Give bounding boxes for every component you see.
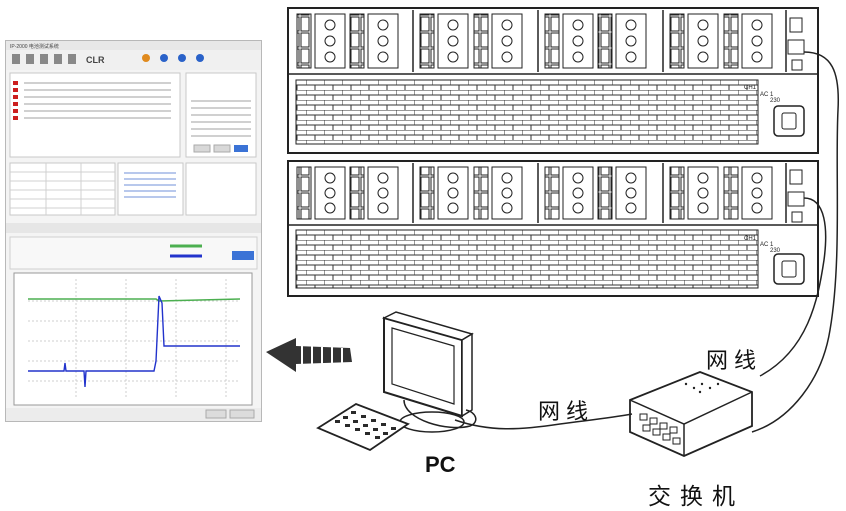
- channel-marking-top: CH1: [744, 85, 757, 91]
- switch-label: 交换机: [648, 484, 744, 510]
- power-unit-bottom: CH1 AC 1 230: [287, 160, 819, 297]
- software-window: IP-2000 电池测试系统 CLR: [5, 40, 262, 422]
- cable-label-left: 网线: [538, 400, 595, 425]
- terminal-blocks-top: [296, 13, 773, 69]
- voltage-marking-bottom: 230: [770, 248, 781, 254]
- pc-label: PC: [425, 452, 456, 477]
- ac-marking-bottom: AC 1: [760, 242, 774, 248]
- toolbar-brand: CLR: [86, 55, 105, 65]
- cable-label-right: 网线: [706, 349, 763, 374]
- cable-top-unit: [751, 51, 840, 433]
- cable-bottom-unit: [759, 197, 827, 377]
- pc-monitor: [381, 311, 477, 433]
- cable-pc-switch: [454, 413, 633, 430]
- voltage-marking-top: 230: [770, 98, 781, 104]
- channel-marking-bottom: CH1: [744, 236, 757, 242]
- power-unit-top: CH1 AC 1 230: [287, 7, 819, 154]
- software-title: IP-2000 电池测试系统: [10, 43, 59, 50]
- terminal-blocks-bottom: [296, 166, 773, 220]
- network-switch: [629, 371, 753, 457]
- ac-marking-top: AC 1: [760, 92, 774, 98]
- data-flow-arrow: [266, 338, 352, 372]
- keyboard: [316, 402, 410, 452]
- software-screenshot: IP-2000 电池测试系统 CLR: [6, 41, 261, 421]
